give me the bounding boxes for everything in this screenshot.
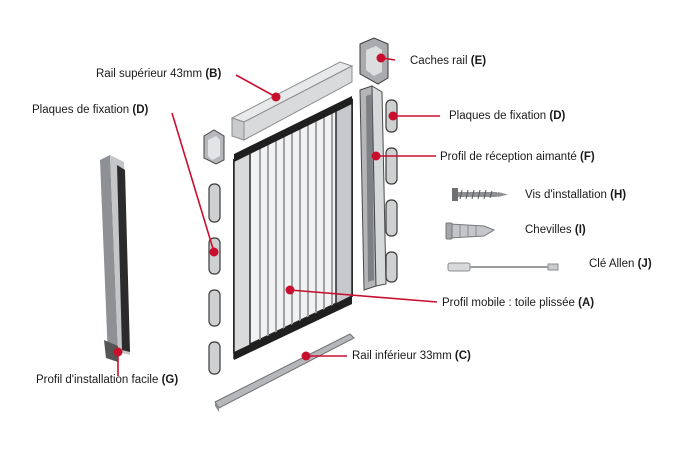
label-text: Plaques de fixation xyxy=(449,110,547,122)
label-code: (D) xyxy=(132,104,149,116)
label-code: (I) xyxy=(574,224,586,236)
label-code: (B) xyxy=(205,68,222,80)
allen-key-icon xyxy=(447,262,559,272)
label-cle-allen: Clé Allen (J) xyxy=(589,257,652,271)
label-code: (D) xyxy=(549,110,566,122)
label-code: (G) xyxy=(161,374,179,386)
leader-lines xyxy=(117,57,440,376)
label-text: Profil mobile : toile plissée xyxy=(442,297,575,309)
label-profil-reception: Profil de réception aimanté (F) xyxy=(440,150,595,164)
screw-icon xyxy=(452,188,508,201)
label-code: (J) xyxy=(637,258,652,270)
label-text: Clé Allen xyxy=(589,258,635,270)
installation-profile-icon xyxy=(100,155,130,362)
magnetic-profile-icon xyxy=(359,85,387,291)
leader-dots xyxy=(113,53,398,361)
label-code: (C) xyxy=(454,350,471,362)
label-profil-mobile: Profil mobile : toile plissée (A) xyxy=(442,296,594,310)
label-text: Profil d'installation facile xyxy=(36,374,159,386)
label-chevilles: Chevilles (I) xyxy=(525,223,586,237)
label-code: (H) xyxy=(610,189,627,201)
label-caches-rail: Caches rail (E) xyxy=(410,54,486,68)
top-rail-icon xyxy=(230,61,354,141)
fixing-plate-icon xyxy=(208,183,221,375)
label-rail-superieur: Rail supérieur 43mm (B) xyxy=(96,67,221,81)
wall-plug-icon xyxy=(445,222,496,240)
label-vis: Vis d'installation (H) xyxy=(525,188,626,202)
label-code: (A) xyxy=(578,297,595,309)
label-rail-inferieur: Rail inférieur 33mm (C) xyxy=(352,349,471,363)
label-text: Rail inférieur 33mm xyxy=(352,350,452,362)
label-profil-installation: Profil d'installation facile (G) xyxy=(36,373,178,387)
pleated-screen-icon xyxy=(233,96,353,360)
rail-cap-icon xyxy=(359,37,389,85)
label-text: Plaques de fixation xyxy=(32,104,130,116)
label-code: (F) xyxy=(580,151,595,163)
label-text: Caches rail xyxy=(410,55,468,67)
fixing-plate-icon xyxy=(385,99,398,283)
label-text: Profil de réception aimanté xyxy=(440,151,577,163)
label-text: Vis d'installation xyxy=(525,189,607,201)
label-plaques-left: Plaques de fixation (D) xyxy=(32,103,148,117)
label-text: Chevilles xyxy=(525,224,572,236)
label-code: (E) xyxy=(470,55,487,67)
label-plaques-right: Plaques de fixation (D) xyxy=(449,109,565,123)
rail-cap-icon xyxy=(203,129,225,165)
label-text: Rail supérieur 43mm xyxy=(96,68,203,80)
